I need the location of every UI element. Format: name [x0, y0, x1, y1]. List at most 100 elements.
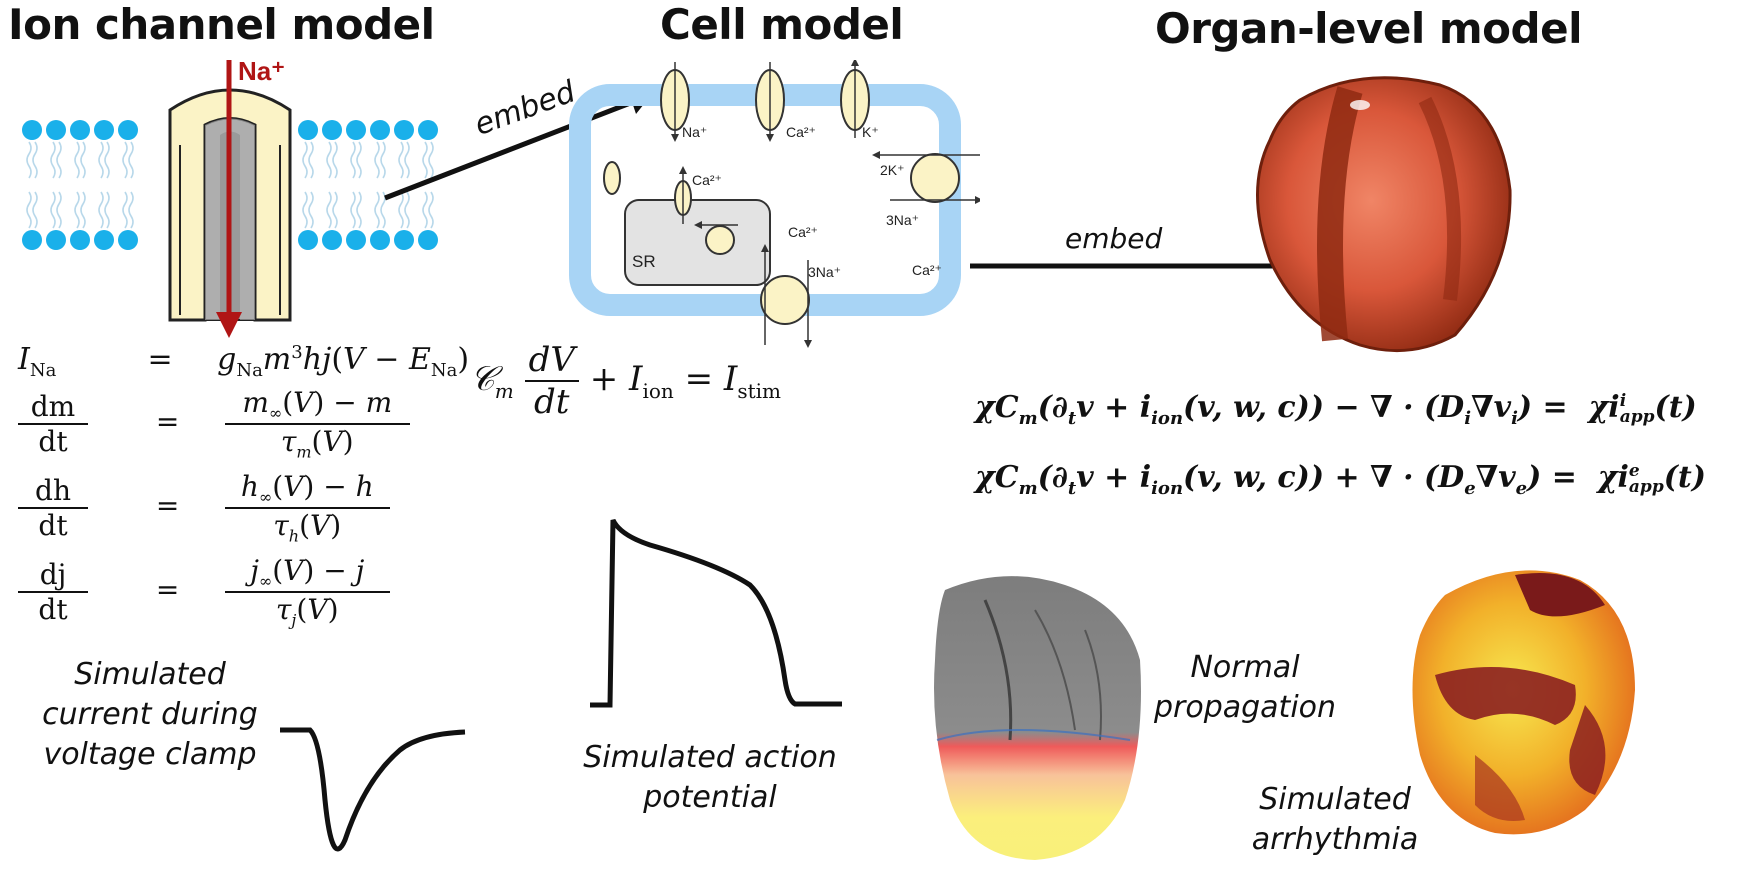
caption-ap-line-1: Simulated action: [583, 740, 837, 775]
lipid-tail: [356, 191, 362, 229]
lipid-tail: [374, 191, 380, 229]
k-channel-icon: [840, 60, 870, 138]
nak-pump-icon: [872, 151, 980, 204]
lipid-tail: [374, 141, 380, 179]
lipid-head: [118, 120, 138, 140]
lipid-tail: [302, 191, 308, 229]
embed-label-2: embed: [1065, 222, 1163, 255]
action-potential-trace: [590, 518, 842, 708]
lipid-tail: [74, 141, 80, 179]
na-ion-label: Na⁺: [238, 56, 285, 86]
bidomain-equation-1: χCm(∂tv + iion(v, w, c)) − ∇ · (Di∇vi) =…: [975, 390, 1697, 429]
lipid-tail: [80, 191, 86, 229]
lipid-tail: [56, 141, 62, 179]
lipid-head: [298, 120, 318, 140]
lipid-tail: [98, 141, 104, 179]
lipid-tail: [332, 141, 338, 179]
caption-arrhythmia-line-2: arrhythmia: [1251, 822, 1419, 857]
caption-simulated-action-potential: Simulated action potential: [560, 738, 860, 818]
ca-channel-label: Ca²⁺: [786, 124, 816, 140]
caption-simulated-current: Simulated current during voltage clamp: [20, 655, 280, 775]
sr-label: SR: [632, 252, 656, 271]
lipid-tail: [398, 191, 404, 229]
sr-ca-release-label: Ca²⁺: [692, 172, 722, 188]
ncx-exchanger-icon: [760, 244, 812, 348]
normal-propagation-heart-image: [934, 576, 1141, 860]
lipid-head: [322, 120, 342, 140]
lipid-tail: [332, 191, 338, 229]
na-channel-label: Na⁺: [682, 124, 708, 140]
lipid-head: [94, 120, 114, 140]
title-cell-model: Cell model: [660, 0, 904, 49]
lipid-tail: [428, 191, 434, 229]
na-channel-icon: [660, 62, 690, 142]
nak-2k-label: 2K⁺: [880, 162, 905, 178]
lipid-head: [370, 230, 390, 250]
lipid-tail: [32, 191, 38, 229]
lipid-tail: [26, 191, 32, 229]
lipid-bilayer: [22, 120, 438, 250]
lipid-tail: [128, 191, 134, 229]
lipid-tail: [404, 191, 410, 229]
na-flux-arrow: [216, 60, 242, 338]
lipid-tail: [26, 141, 32, 179]
lipid-tail: [80, 141, 86, 179]
lipid-tail: [356, 141, 362, 179]
caption-arrhythmia-line-1: Simulated: [1259, 782, 1411, 817]
sr-compartment: [624, 199, 771, 286]
cell-illustration: [569, 60, 980, 348]
caption-normal-line-2: propagation: [1153, 690, 1337, 725]
caption-normal-line-1: Normal: [1190, 650, 1300, 685]
lipid-head: [70, 230, 90, 250]
nak-3na-label: 3Na⁺: [886, 212, 920, 228]
lipid-head: [394, 120, 414, 140]
lipid-tail: [122, 191, 128, 229]
lipid-head: [70, 120, 90, 140]
caption-normal-propagation: Normal propagation: [1140, 648, 1350, 728]
lipid-tail: [50, 191, 56, 229]
lipid-tail: [98, 191, 104, 229]
lipid-tail: [350, 191, 356, 229]
lipid-tail: [128, 141, 134, 179]
ina-equation: INa = gNam3hj(V − ENa): [18, 342, 470, 381]
lipid-head: [370, 120, 390, 140]
lipid-tail: [428, 141, 434, 179]
lipid-head: [94, 230, 114, 250]
lipid-tail: [422, 141, 428, 179]
sr-transporters: [674, 166, 738, 255]
lipid-head: [322, 230, 342, 250]
lipid-tail: [308, 191, 314, 229]
lipid-tail: [326, 191, 332, 229]
lipid-tail: [32, 141, 38, 179]
heart-mesh-image: [1256, 76, 1512, 353]
caption-ap-line-2: potential: [643, 780, 777, 815]
caption-current-line-3: voltage clamp: [43, 737, 257, 772]
ncx-ca-label: Ca²⁺: [912, 262, 942, 278]
bidomain-equation-2: χCm(∂tv + iion(v, w, c)) + ∇ · (De∇ve) =…: [975, 460, 1706, 499]
arrhythmia-heart-image: [1412, 570, 1635, 835]
sr-release-channel-icon: [603, 161, 621, 195]
ncx-3na-label: 3Na⁺: [808, 264, 842, 280]
lipid-head: [118, 230, 138, 250]
lipid-tail: [350, 141, 356, 179]
k-channel-label: K⁺: [862, 124, 879, 140]
lipid-head: [46, 230, 66, 250]
caption-simulated-arrhythmia: Simulated arrhythmia: [1250, 780, 1420, 860]
lipid-head: [394, 230, 414, 250]
lipid-tail: [398, 141, 404, 179]
sr-ca-pump-label: Ca²⁺: [788, 224, 818, 240]
lipid-tail: [422, 191, 428, 229]
title-organ-level-model: Organ-level model: [1155, 4, 1582, 53]
lipid-tail: [56, 191, 62, 229]
caption-current-line-2: current during: [42, 697, 258, 732]
lipid-tail: [74, 191, 80, 229]
lipid-head: [298, 230, 318, 250]
lipid-tail: [308, 141, 314, 179]
voltage-clamp-current-trace: [280, 727, 466, 852]
lipid-tail: [122, 141, 128, 179]
lipid-tail: [404, 141, 410, 179]
